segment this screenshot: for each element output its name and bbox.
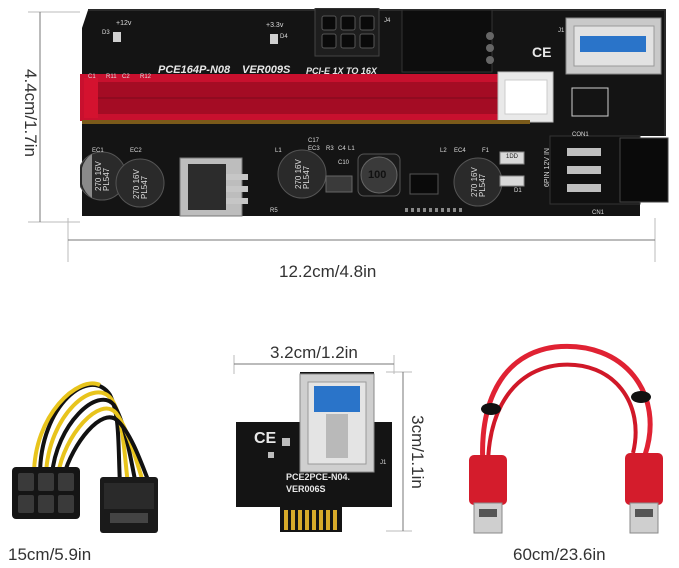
capacitor-label-ec2: 270 16V PL547 [132, 169, 149, 199]
ref-c2: C2 [122, 74, 130, 80]
adapter-model-text: PCE2PCE-N04. [286, 472, 351, 482]
capacitor-label-ec4: 270 16V PL547 [470, 167, 487, 197]
board-height-label: 4.4cm/1.7in [21, 69, 40, 157]
ref-d1: D1 [514, 188, 522, 194]
ref-d3: D3 [102, 30, 110, 36]
ce-mark-riser: CE [532, 44, 552, 60]
ref-r12: R12 [140, 74, 152, 80]
ref-r11: R11 [106, 74, 117, 80]
ref-l1b: L1 [348, 146, 355, 152]
riser-board: PCE164P-N08 VER009S PCI-E 1X TO 16X +12v… [80, 8, 670, 223]
voltage-33v-text: +3.3v [266, 22, 284, 29]
ref-j4: J4 [384, 18, 391, 24]
adapter-ref-j1: J1 [380, 460, 387, 466]
usb-cable-length-label: 60cm/23.6in [513, 545, 606, 564]
ref-ec4: EC4 [454, 148, 466, 154]
ref-r5: R5 [270, 208, 278, 214]
adapter-card-drawing [236, 372, 392, 532]
riser-slot-text: PCI-E 1X TO 16X [306, 66, 377, 76]
ref-ec3: EC3 [308, 146, 320, 152]
ref-c1: C1 [88, 74, 96, 80]
ref-c10: C10 [338, 160, 350, 166]
ref-d4: D4 [280, 34, 288, 40]
ref-c4: C4 [338, 146, 346, 152]
riser-version-text: VER009S [242, 64, 291, 76]
ref-f1: F1 [482, 148, 490, 154]
ref-con1: CON1 [572, 132, 589, 138]
adapter-version-text: VER006S [286, 484, 326, 494]
power-cable-drawing [12, 381, 158, 533]
adapter-width-label: 3.2cm/1.2in [270, 343, 358, 362]
resistor-code: 1DD [506, 154, 519, 160]
ref-cn1: CN1 [592, 210, 605, 216]
board-width-label: 12.2cm/4.8in [279, 262, 377, 281]
power-input-label: 6PIN 12V IN [543, 148, 551, 187]
power-cable [0, 355, 200, 545]
power-cable-length-label: 15cm/5.9in [8, 545, 92, 564]
riser-model-text: PCE164P-N08 [158, 64, 231, 76]
adapter-height-label: 3cm/1.1in [408, 415, 427, 489]
inductor-label: 100 [368, 169, 387, 181]
ref-c17: C17 [308, 138, 320, 144]
riser-board-drawing [80, 8, 669, 217]
ref-j1: J1 [558, 28, 565, 34]
ref-l1: L1 [275, 148, 282, 154]
ref-ec2: EC2 [130, 148, 142, 154]
capacitor-label-ec1: 270 16V PL547 [94, 161, 111, 191]
usb-cable [455, 335, 675, 545]
ref-ec1: EC1 [92, 148, 104, 154]
adapter-card: CE PCE2PCE-N04. VER006S J1 [234, 372, 394, 534]
ref-r3: R3 [326, 146, 334, 152]
ref-l2: L2 [440, 148, 447, 154]
ce-mark-adapter: CE [254, 430, 277, 447]
capacitors [80, 149, 503, 208]
voltage-12v-text: +12v [116, 20, 132, 27]
capacitor-label-ec3: 270 16V PL547 [294, 159, 311, 189]
usb-cable-drawing [469, 343, 663, 534]
